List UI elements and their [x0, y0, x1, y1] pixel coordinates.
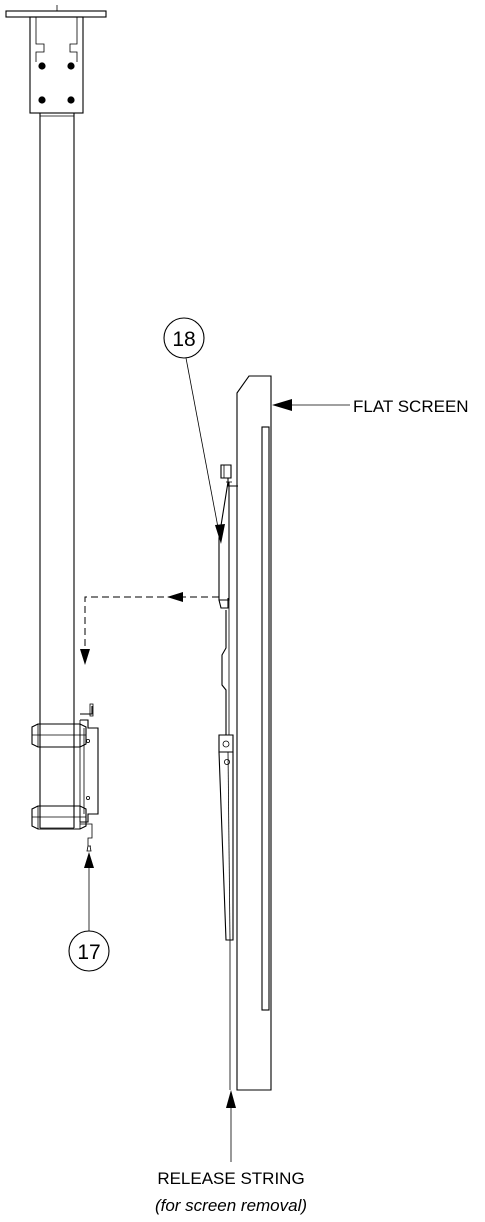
callout-17-number: 17 [77, 941, 100, 964]
release-string-note: (for screen removal) [155, 1196, 307, 1215]
flat-screen [236, 375, 272, 1091]
ceiling-pole [5, 5, 107, 829]
callout-18: 18 [163, 317, 225, 544]
release-string-leader: RELEASE STRING (for screen removal) [155, 1090, 307, 1215]
bolt-icon [67, 96, 75, 104]
flat-screen-label: FLAT SCREEN [353, 397, 469, 416]
screen-bracket [218, 464, 238, 1090]
pole-bracket [31, 703, 99, 852]
release-string-label: RELEASE STRING [157, 1169, 304, 1188]
bolt-icon [38, 96, 46, 104]
bolt-icon [38, 62, 46, 70]
motion-arrow [80, 592, 219, 665]
bolt-icon [67, 62, 75, 70]
flat-screen-leader: FLAT SCREEN [272, 397, 469, 416]
callout-17: 17 [68, 852, 110, 972]
callout-18-number: 18 [172, 328, 195, 351]
